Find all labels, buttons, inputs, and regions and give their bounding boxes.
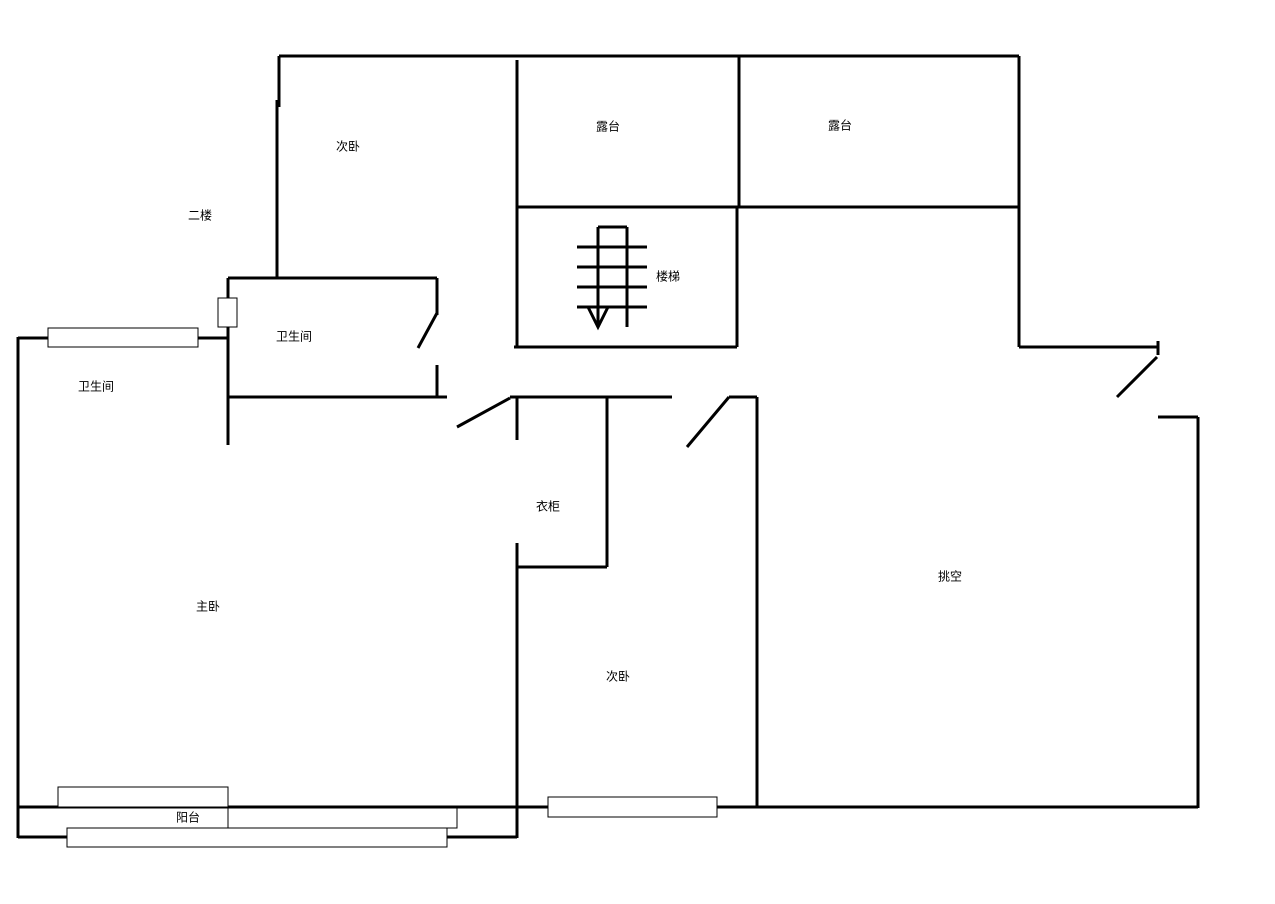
room-label-balcony: 阳台: [175, 810, 201, 825]
room-label-secondary-bedroom-top: 次卧: [335, 139, 361, 154]
room-label-bathroom-small: 卫生间: [275, 329, 313, 344]
stairs-symbol: [577, 225, 647, 331]
room-label-secondary-bedroom-bottom: 次卧: [605, 669, 631, 684]
walls: [16, 54, 1200, 839]
doors: [416, 312, 1159, 448]
room-label-open-void: 挑空: [937, 569, 963, 584]
windows: [47, 297, 718, 848]
room-label-terrace-left: 露台: [595, 119, 621, 134]
room-label-master-bedroom: 主卧: [195, 599, 221, 614]
room-label-wardrobe: 衣柜: [535, 499, 561, 514]
room-label-bathroom-master: 卫生间: [77, 379, 115, 394]
room-label-terrace-right: 露台: [827, 118, 853, 133]
room-label-stairs: 楼梯: [655, 269, 681, 284]
floor-label: 二楼: [187, 208, 213, 223]
